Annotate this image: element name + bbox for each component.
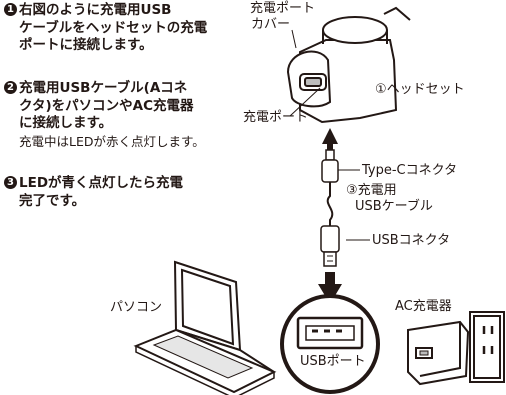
- label-charge-port-cover-1: 充電ポート: [250, 1, 316, 16]
- step-3-line-1: LEDが青く点灯したら充電: [19, 175, 184, 191]
- step-2-note: 充電中はLEDが赤く点灯します。: [19, 133, 205, 149]
- usb-cable-icon: [320, 149, 340, 267]
- usb-port-icon: [280, 294, 380, 394]
- step-2-line-1: 充電用USBケーブル(Aコネ: [19, 80, 188, 96]
- port-leader: [289, 87, 321, 117]
- label-charge-port-cover-2: カバー: [251, 17, 291, 32]
- label-cable-1: ③充電用: [346, 183, 397, 198]
- step-3: 3 LEDが青く点灯したら充電 完了です。: [4, 175, 183, 210]
- label-ac-charger: AC充電器: [395, 299, 452, 314]
- step-1-line-3: ポートに接続します。: [19, 37, 153, 53]
- label-charge-port: 充電ポート: [243, 110, 309, 125]
- ac-charger-icon: [407, 311, 505, 386]
- label-headset: ①ヘッドセット: [375, 82, 465, 97]
- step-1-line-2: ケーブルをヘッドセットの充電: [19, 19, 208, 36]
- step-2: 2 充電用USBケーブル(Aコネ クタ)をパソコンやAC充電器 に接続します。 …: [4, 80, 205, 150]
- arrow-down-icon: [318, 272, 342, 304]
- step-1-line-1: 右図のように充電用USB: [19, 2, 172, 18]
- label-usb-connector: USBコネクタ: [372, 233, 451, 248]
- step-3-line-2: 完了です。: [19, 192, 86, 209]
- cover-leader: [291, 29, 297, 49]
- step-number-3: 3: [4, 176, 17, 189]
- step-1: 1 右図のように充電用USB ケーブルをヘッドセットの充電 ポートに接続します。: [4, 2, 207, 55]
- label-cable-2: USBケーブル: [355, 199, 433, 214]
- label-usb-port: USBポート: [300, 354, 366, 369]
- label-type-c: Type-Cコネクタ: [362, 163, 458, 178]
- headset-icon: [286, 6, 411, 124]
- laptop-icon: [133, 260, 277, 395]
- arrow-icon: [322, 128, 338, 150]
- step-number-1: 1: [4, 3, 17, 16]
- label-pc: パソコン: [110, 300, 163, 315]
- step-2-line-3: に接続します。: [19, 115, 113, 131]
- step-number-2: 2: [4, 81, 17, 94]
- step-2-line-2: クタ)をパソコンやAC充電器: [19, 97, 194, 114]
